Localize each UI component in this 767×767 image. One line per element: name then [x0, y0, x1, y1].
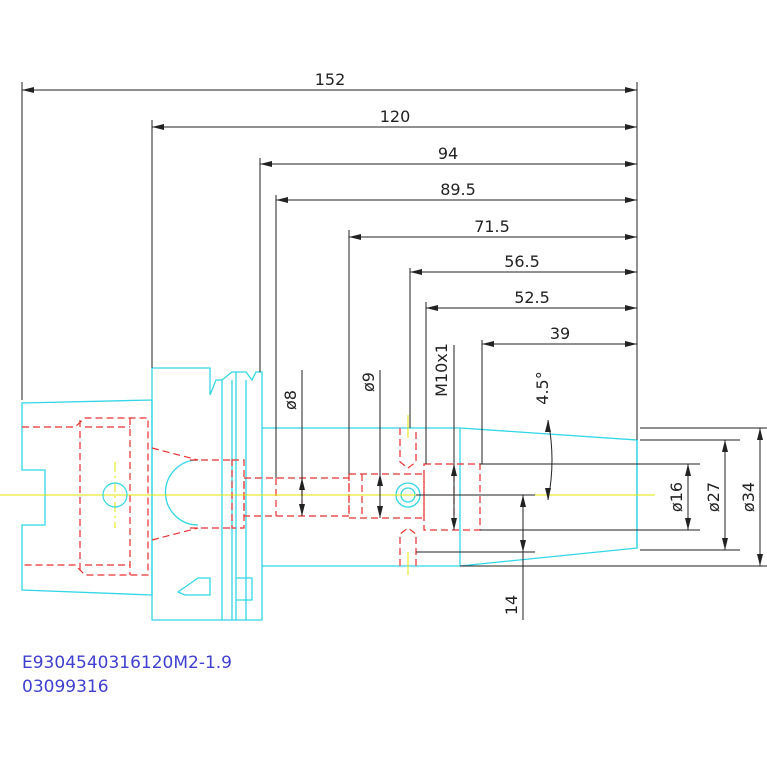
- drawing-notes: E9304540316120M2-1.9 03099316: [22, 653, 232, 697]
- part-code: E9304540316120M2-1.9: [22, 653, 232, 673]
- dim-d9-to-nose: 71.5: [474, 217, 510, 236]
- dim-thread: M10x1: [432, 343, 451, 397]
- dim-screw-offset: 14: [502, 595, 521, 615]
- center-lines: [0, 415, 655, 575]
- arrowheads: [22, 87, 763, 566]
- hidden-lines: [22, 417, 481, 576]
- dim-d8-to-nose: 89.5: [440, 180, 476, 199]
- order-number: 03099316: [22, 677, 109, 697]
- dim-bore-d9: ø9: [359, 372, 378, 392]
- dim-taper-angle: 4.5°: [533, 371, 552, 404]
- dimension-lines: [21, 82, 767, 620]
- dim-screw-to-nose: 56.5: [504, 252, 540, 271]
- dim-flange-to-nose: 94: [438, 144, 458, 163]
- dim-bore-d8: ø8: [281, 390, 300, 410]
- part-outline: [21, 367, 638, 621]
- dimension-labels: 152 120 94 89.5 71.5 56.5 52.5 39 ø8 ø9 …: [281, 70, 758, 615]
- dim-taper-length: 120: [380, 107, 411, 126]
- dim-dia-27: ø27: [704, 482, 723, 512]
- dim-thread-to-nose: 52.5: [514, 288, 550, 307]
- dim-bore-to-nose: 39: [550, 324, 570, 343]
- dim-overall-length: 152: [315, 70, 346, 89]
- dim-dia-16: ø16: [667, 482, 686, 512]
- dim-dia-34: ø34: [739, 482, 758, 512]
